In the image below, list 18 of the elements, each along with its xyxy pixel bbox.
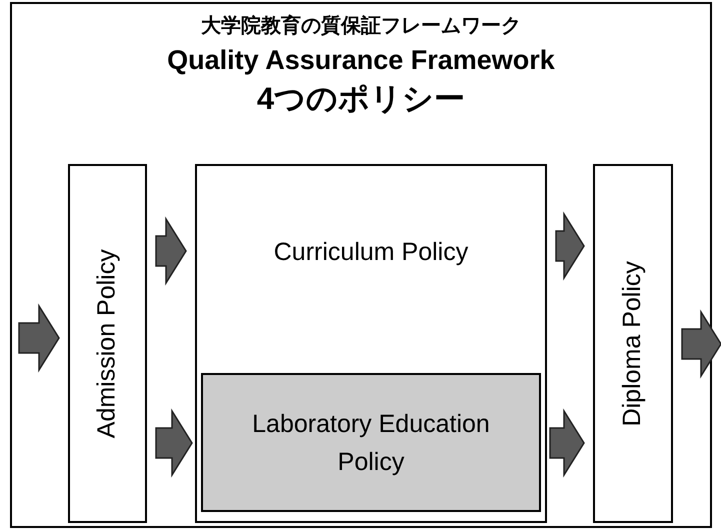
block-arrow bbox=[155, 216, 187, 286]
policy-label: Laboratory Education Policy bbox=[251, 408, 491, 478]
frame-box bbox=[10, 2, 712, 528]
policy-label: Diploma Policy bbox=[617, 260, 648, 426]
block-arrow bbox=[681, 309, 721, 379]
policy-box bbox=[68, 164, 147, 523]
block-arrow bbox=[155, 408, 193, 478]
subtitle: 4つのポリシー bbox=[256, 80, 466, 118]
title-japanese: 大学院教育の質保証フレームワーク bbox=[201, 13, 521, 39]
policy-label: Admission Policy bbox=[92, 249, 122, 438]
policy-box bbox=[593, 164, 673, 523]
block-arrow bbox=[18, 303, 60, 373]
policy-label: Curriculum Policy bbox=[274, 237, 468, 268]
policy-box bbox=[201, 373, 541, 512]
title-english: Quality Assurance Framework bbox=[167, 44, 555, 77]
policy-box bbox=[195, 164, 547, 523]
block-arrow bbox=[555, 211, 585, 281]
block-arrow bbox=[549, 408, 585, 478]
